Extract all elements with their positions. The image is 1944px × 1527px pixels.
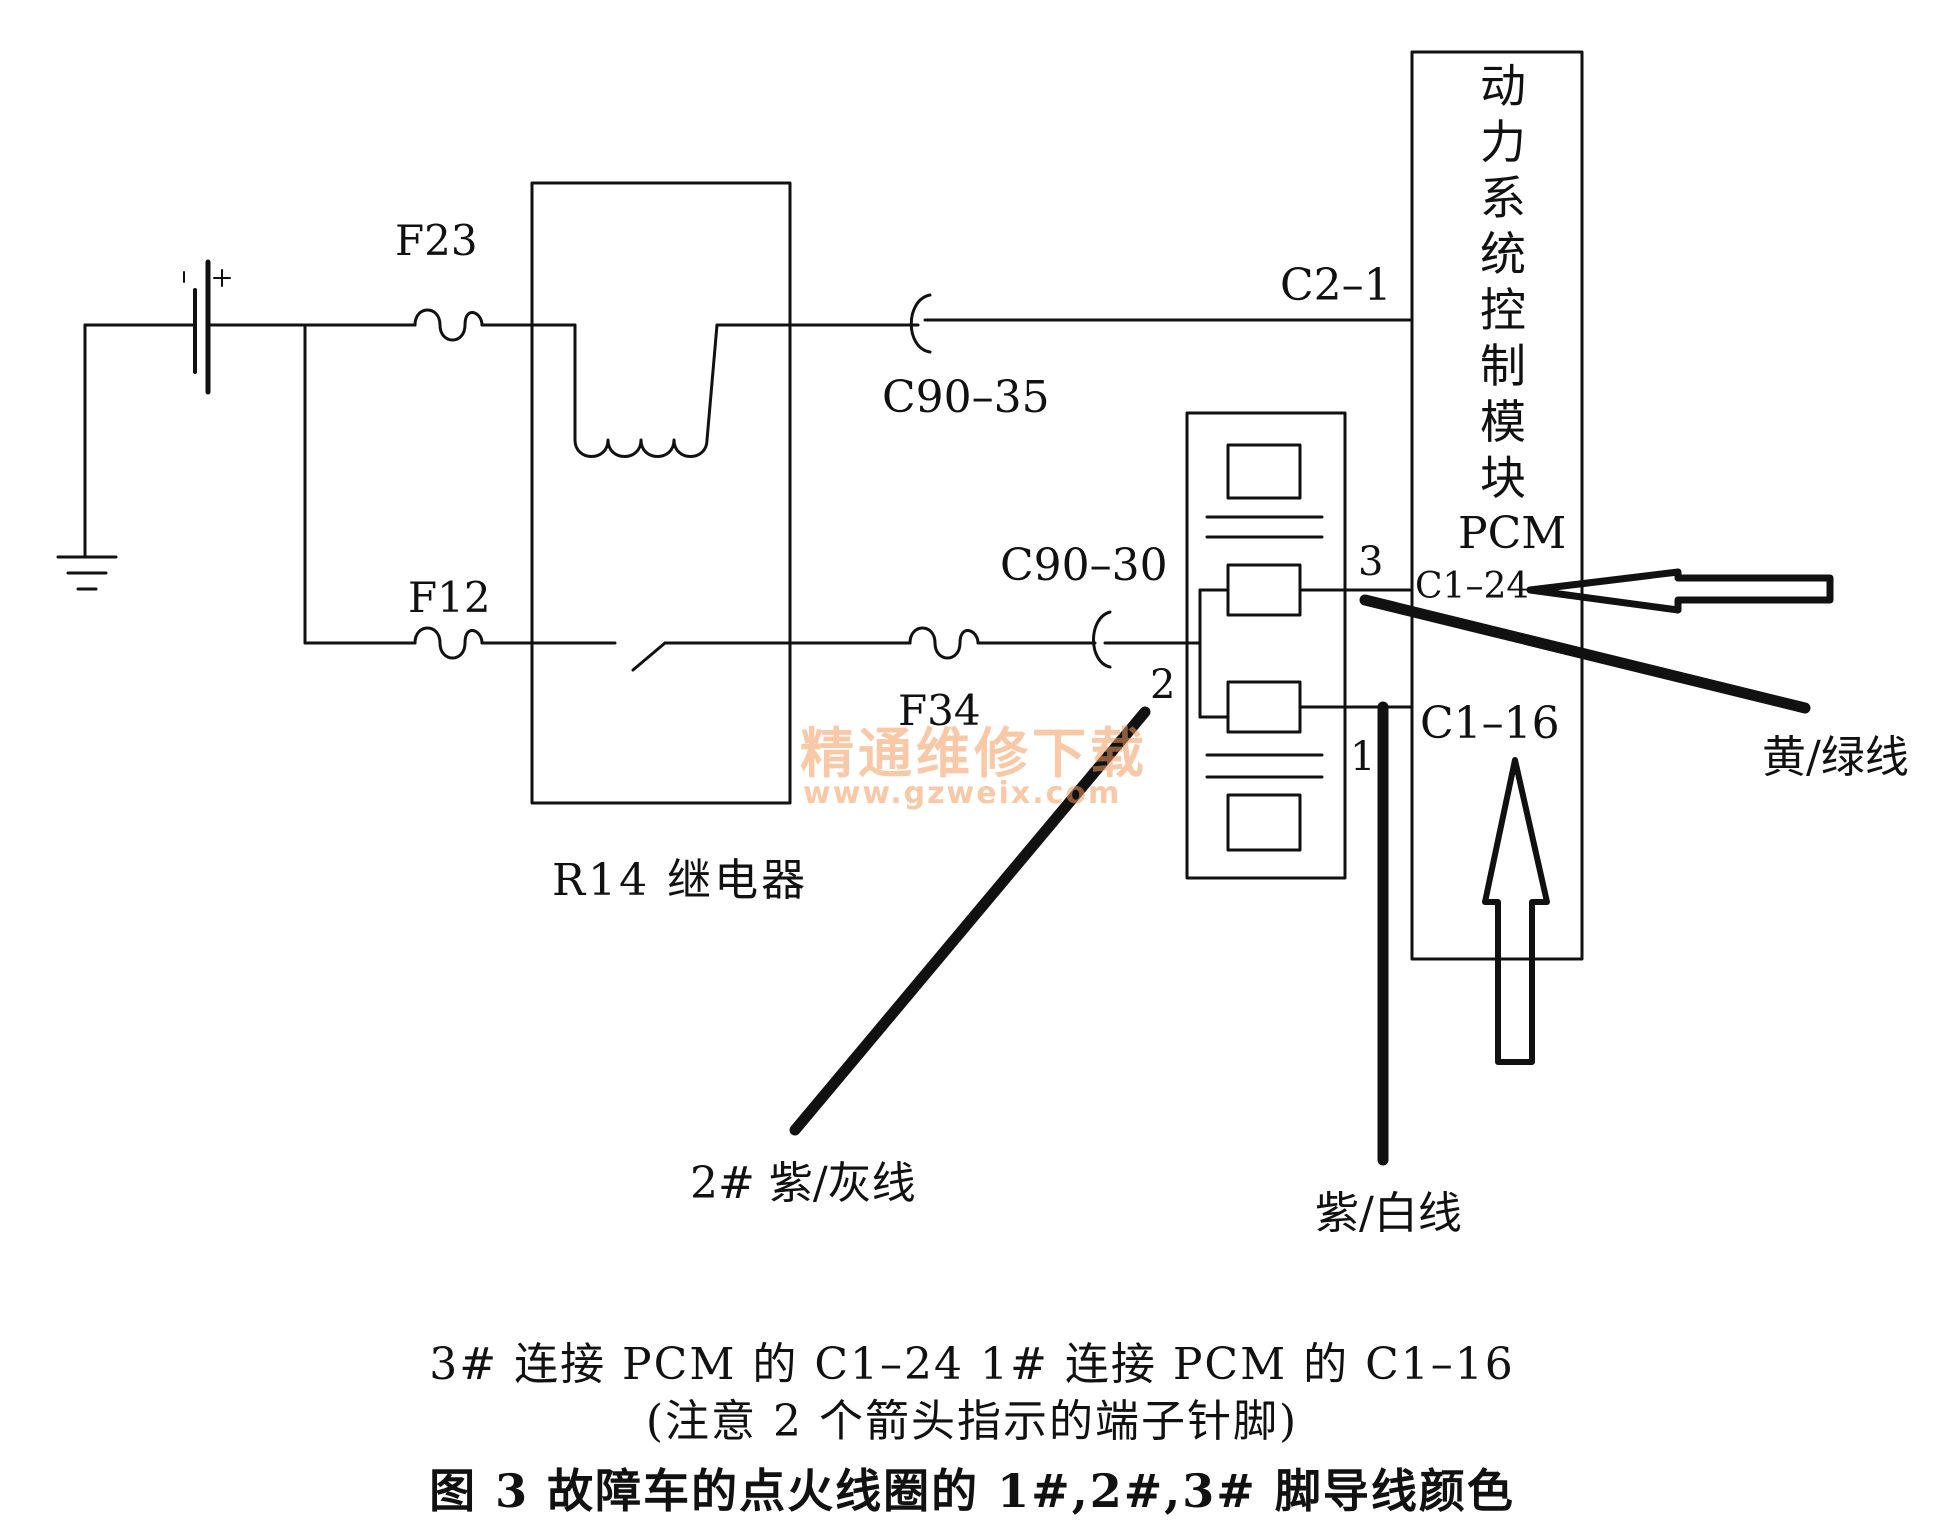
arrow-left-c1-24 [1526,568,1834,614]
label-c2-1: C2–1 [1280,260,1392,311]
relay-switch [631,641,912,672]
connector-c90-30 [1092,610,1202,669]
label-c90-30: C90–30 [1000,540,1168,591]
label-f12: F12 [408,573,491,622]
ignition-coil-block [1185,411,1414,880]
pcm-char-2: 系 [1480,171,1526,225]
label-f23: F23 [395,216,478,265]
wire-purple-gray-leader [789,706,1151,1136]
pcm-char-5: 制 [1480,339,1526,393]
fuse-f34 [908,626,1097,660]
pcm-char-6: 模 [1480,395,1526,449]
relay-coil [573,323,920,458]
label-pin-1: 1 [1350,734,1375,780]
fuse-f12 [303,626,617,660]
caption-line-1: 3# 连接 PCM 的 C1–24 1# 连接 PCM 的 C1–16 [429,1339,1515,1390]
label-wire-purple-gray: 2# 紫/灰线 [690,1158,916,1209]
label-wire-purple-white: 紫/白线 [1315,1188,1462,1239]
label-wire-yellow-green: 黄/绿线 [1762,732,1909,783]
wire-yellow-green-leader [1359,594,1811,714]
watermark-text: 精通维修下载 [800,722,1148,785]
pcm-char-3: 统 [1480,227,1526,281]
label-c1-24: C1–24 [1415,566,1529,607]
label-relay: R14 继电器 [552,855,808,906]
pcm-char-1: 力 [1480,115,1526,169]
caption-line-2: (注意 2 个箭头指示的端子针脚) [645,1396,1299,1447]
battery-symbol [83,259,417,395]
pcm-char-0: 动 [1480,59,1526,113]
fuse-f23 [413,308,577,342]
pcm-char-4: 控 [1480,283,1526,337]
connector-c90-35 [909,293,1414,354]
label-c1-16: C1–16 [1420,698,1560,749]
arrow-up-c1-16 [1482,757,1550,1065]
figure-title: 图 3 故障车的点火线圈的 1#,2#,3# 脚导线颜色 [429,1464,1515,1518]
label-pin-2: 2 [1150,662,1175,708]
pcm-abbr: PCM [1458,508,1566,559]
label-f34: F34 [898,686,981,735]
watermark-url: www.gzweix.com [803,776,1121,811]
ground-symbol [56,323,118,591]
pcm-char-7: 块 [1480,451,1526,505]
relay-box [530,181,792,805]
label-c90-35: C90–35 [882,372,1050,423]
label-pin-3: 3 [1358,539,1383,585]
